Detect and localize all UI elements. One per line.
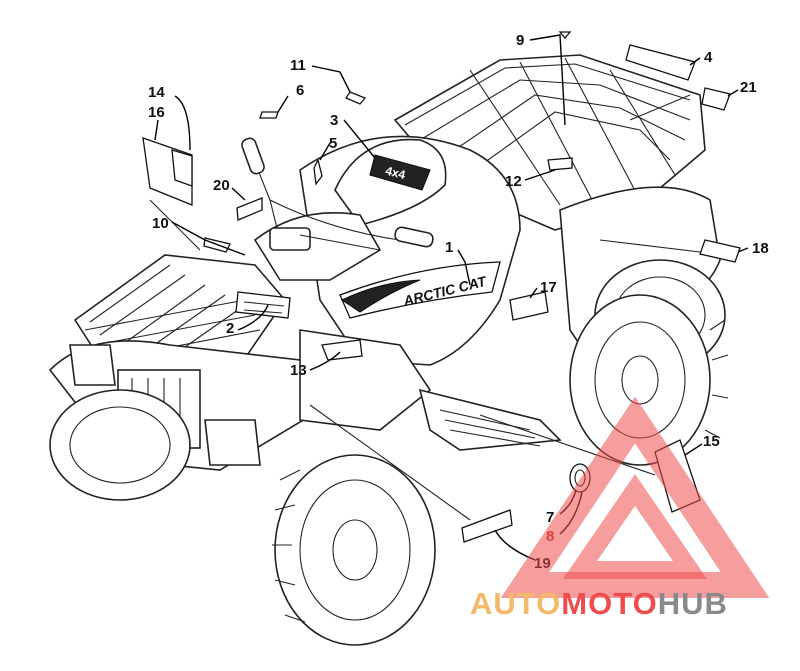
callouts: 1 2 3 4 5 6 7 8 9 10 11 12 13 14 15 16 1…	[148, 32, 769, 572]
callout-20: 20	[213, 177, 230, 194]
decal-2	[235, 291, 291, 319]
callout-2: 2	[226, 320, 234, 337]
watermark-hub: HUB	[658, 586, 728, 621]
decal-20	[236, 197, 263, 221]
front-left-wheel	[49, 389, 191, 501]
callout-5: 5	[329, 135, 337, 152]
decal-5	[313, 158, 323, 186]
decal-4	[625, 44, 696, 81]
callout-16: 16	[148, 104, 165, 121]
callout-18: 18	[752, 240, 769, 257]
callout-21: 21	[740, 79, 757, 96]
decal-6	[259, 111, 279, 119]
callout-3: 3	[330, 112, 338, 129]
decal-17	[509, 291, 549, 321]
atv-body	[48, 54, 729, 646]
callout-10: 10	[152, 215, 169, 232]
decal-12	[547, 157, 573, 171]
front-right-wheel	[274, 454, 436, 646]
watermark: AUTOMOTOHUB	[470, 396, 770, 621]
decal-9	[558, 31, 572, 40]
watermark-moto: MOTO	[561, 586, 657, 621]
decal-13	[321, 339, 363, 361]
decal-hood-logo: 4x4	[369, 154, 431, 191]
decal-11	[345, 91, 367, 105]
svg-text:AUTOMOTOHUB: AUTOMOTOHUB	[470, 586, 728, 621]
rear-right-wheel	[569, 294, 711, 466]
callout-1: 1	[445, 239, 453, 256]
callout-9: 9	[516, 32, 524, 49]
callout-11: 11	[290, 57, 306, 74]
watermark-triangle-icon	[500, 396, 770, 598]
watermark-auto: AUTO	[470, 586, 561, 621]
callout-4: 4	[704, 49, 713, 66]
decal-21	[701, 87, 731, 111]
callout-14: 14	[148, 84, 165, 101]
callout-13: 13	[290, 362, 307, 379]
callout-17: 17	[540, 279, 557, 296]
hood-logo-text: 4x4	[384, 164, 407, 183]
callout-6: 6	[296, 82, 304, 99]
callout-7: 7	[546, 509, 554, 526]
decal-19	[461, 509, 513, 543]
callout-12: 12	[505, 173, 522, 190]
decal-18	[699, 239, 741, 263]
callout-15: 15	[703, 433, 720, 450]
